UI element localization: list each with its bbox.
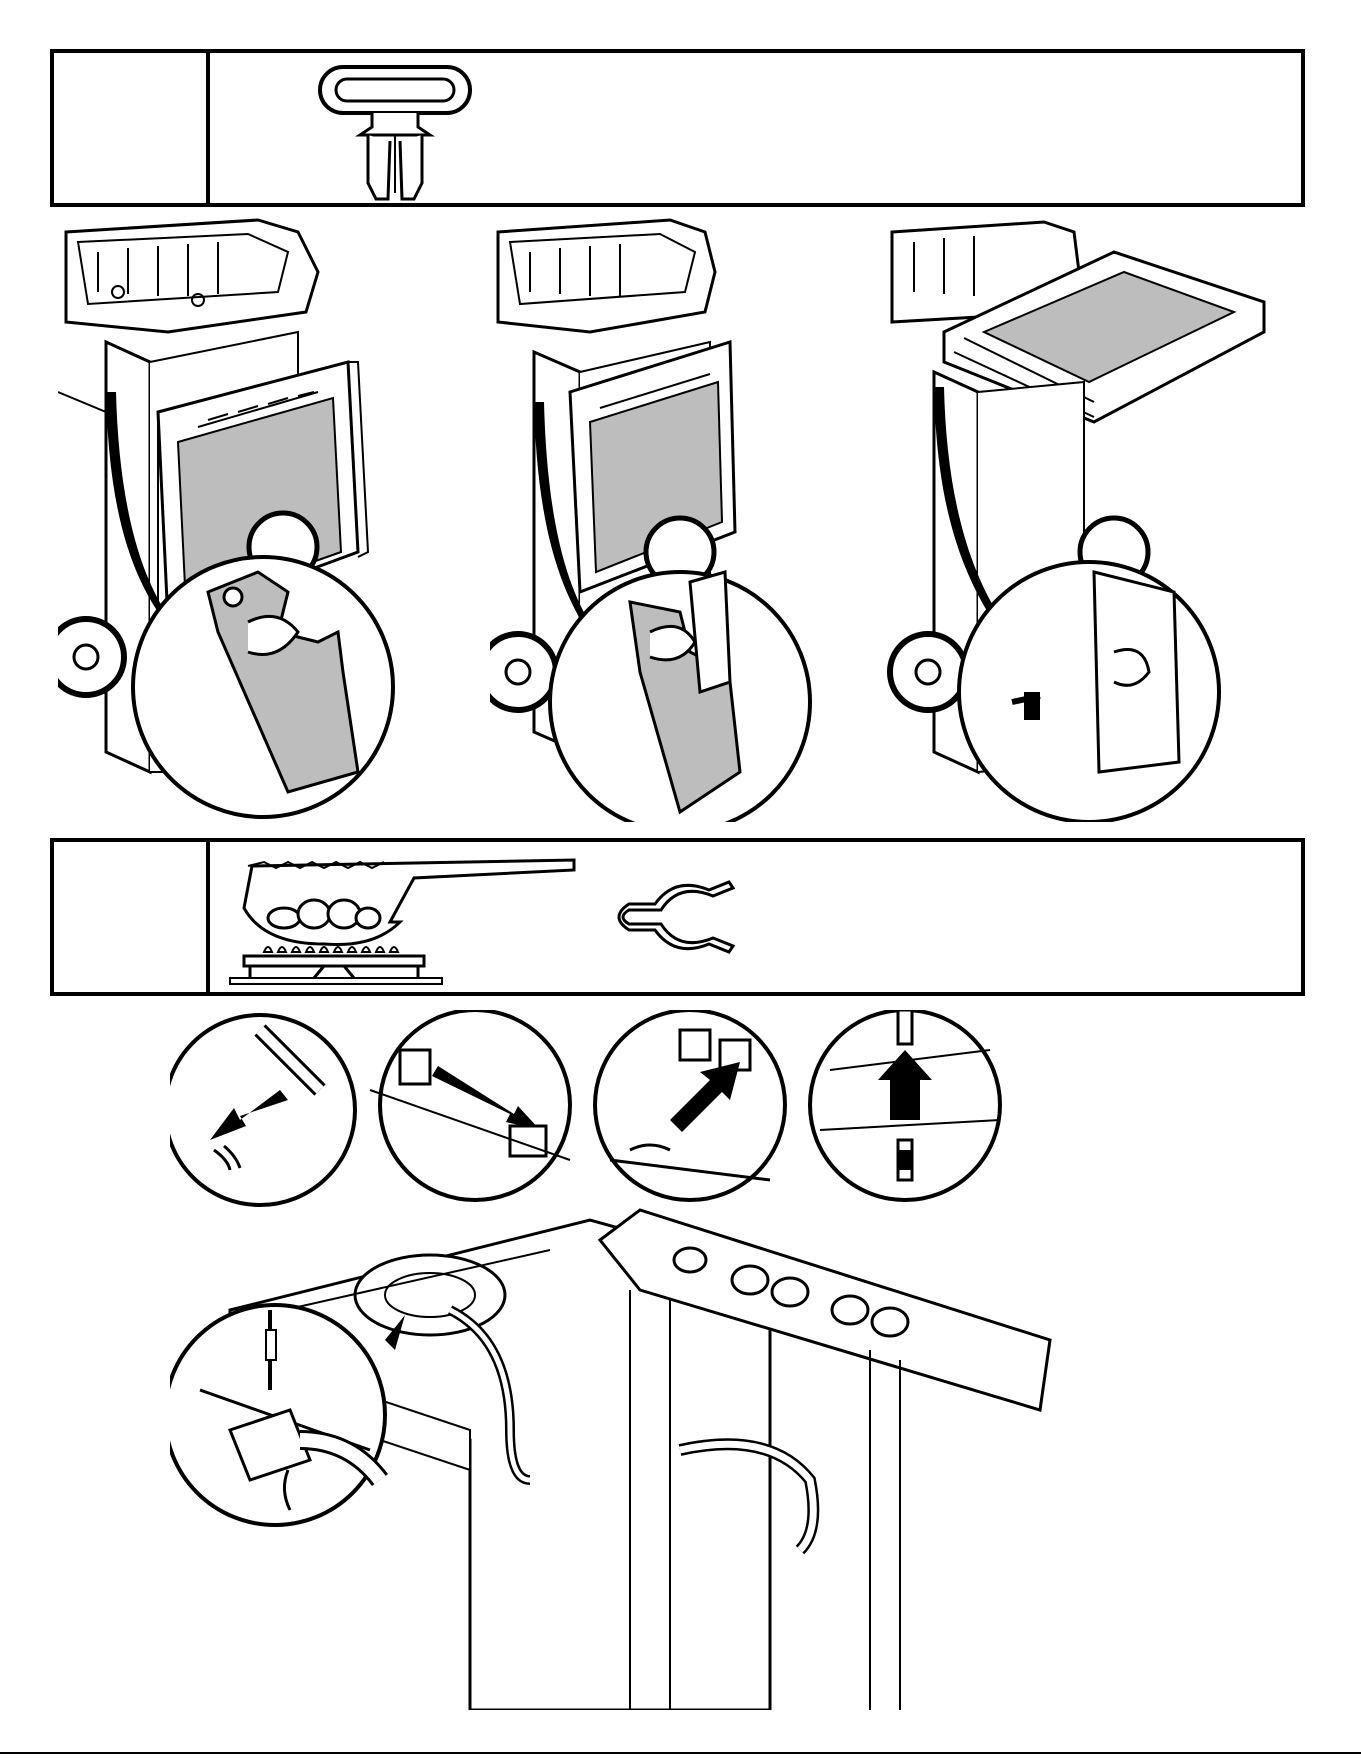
hose-clip-icon — [609, 872, 749, 962]
footer-rule — [0, 1752, 1361, 1754]
side-burner-hose-connection — [170, 1010, 1150, 1710]
step-box-2-divider — [206, 842, 210, 992]
step-box-1 — [50, 49, 1305, 207]
step-box-1-divider — [206, 53, 210, 203]
side-shelf-installed-detail — [884, 212, 1284, 822]
retaining-clip-icon — [264, 61, 494, 201]
side-shelf-hook-detail — [58, 212, 448, 822]
step-box-2 — [50, 838, 1305, 996]
side-shelf-seated-detail — [490, 212, 820, 822]
burner-flame-diagram-icon — [224, 848, 584, 990]
